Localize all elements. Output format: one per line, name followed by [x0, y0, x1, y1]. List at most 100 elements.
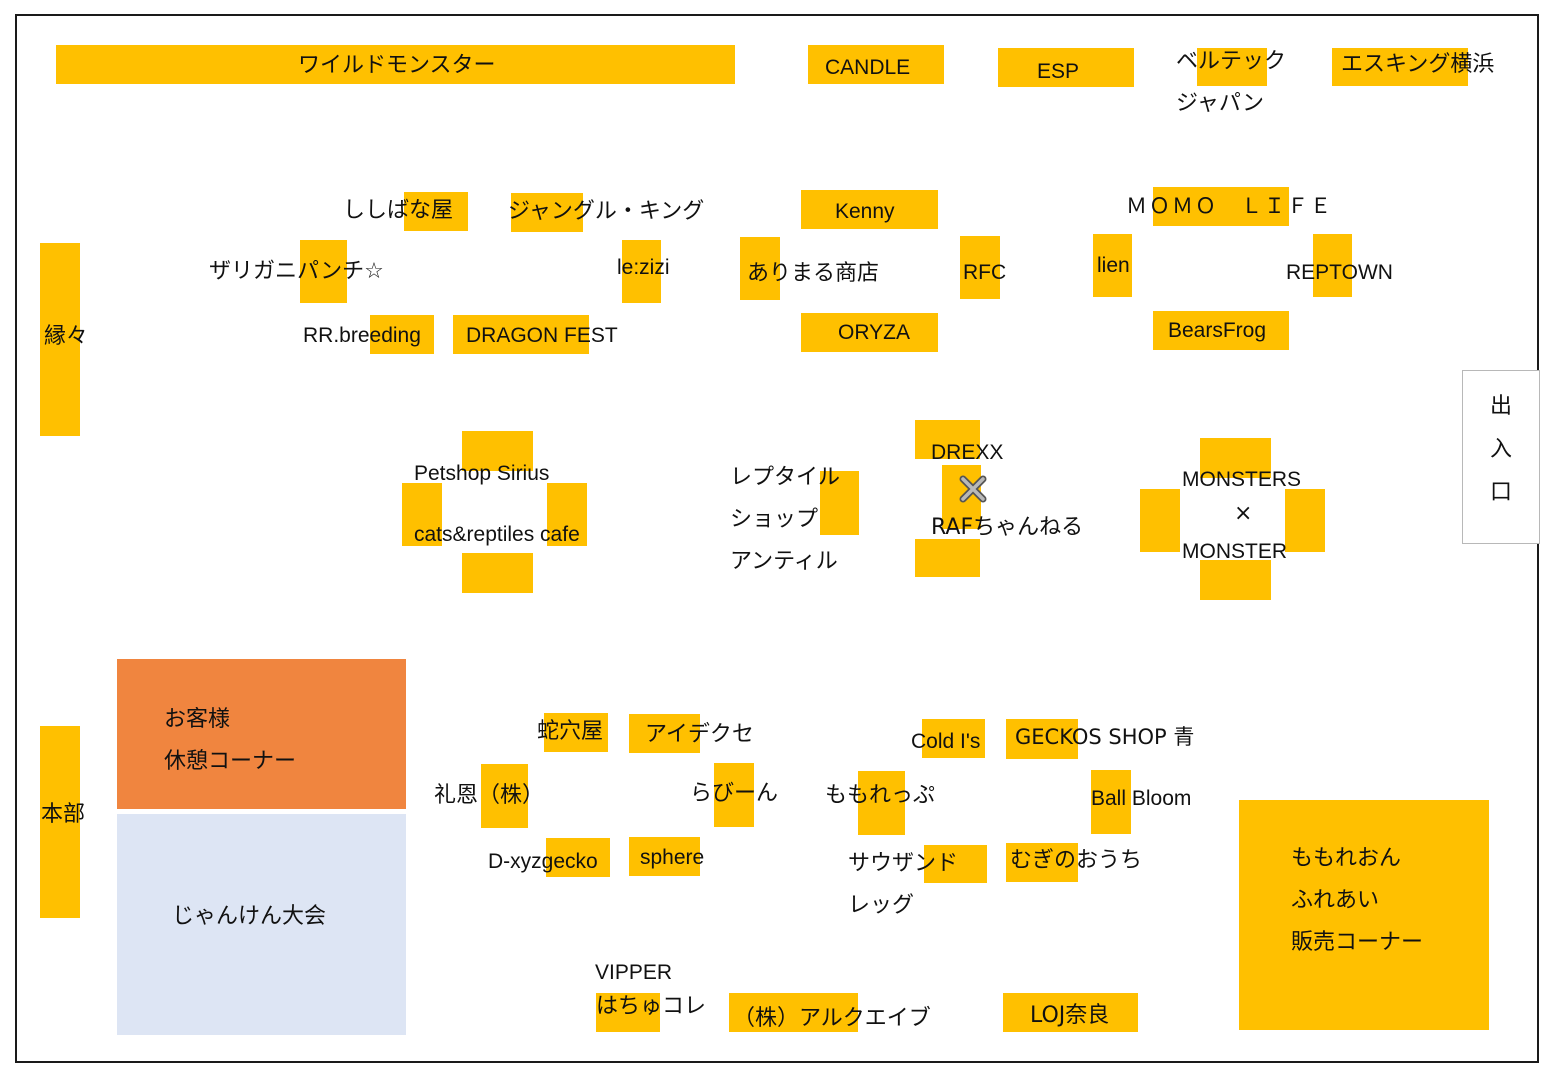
booth-dragon-fest — [453, 315, 589, 354]
booth-petshop-right — [547, 483, 587, 546]
booth-rabin — [714, 763, 754, 827]
label-momoreon-3: 販売コーナー — [1291, 930, 1424, 955]
label-momorep: ももれっぷ — [825, 783, 936, 808]
booth-mugi — [1006, 843, 1078, 882]
label-aidekuse: アイデクセ — [645, 722, 754, 747]
label-esp: ESP — [1037, 60, 1080, 83]
label-momoreon-1: ももれおん — [1291, 846, 1402, 871]
label-zarigani: ザリガニパンチ☆ — [209, 259, 384, 284]
booth-oryza — [801, 313, 938, 352]
booth-arimaru — [740, 237, 780, 300]
label-honbu: 本部 — [41, 802, 86, 827]
booth-momoreon — [1239, 800, 1489, 1030]
booth-wild-monster — [56, 45, 735, 84]
label-dxyz: D-xyzgecko — [488, 850, 598, 873]
label-alkeib: （株）アルクエイブ — [733, 1006, 931, 1031]
booth-dxyz — [546, 838, 610, 877]
booth-jungle-king — [511, 193, 583, 232]
label-petshop-sirius: Petshop Sirius — [414, 462, 550, 485]
label-dragon-fest: DRAGON FEST — [466, 324, 618, 347]
booth-aidekuse — [629, 714, 700, 753]
label-rabin: らびーん — [690, 781, 779, 806]
label-times: × — [1234, 501, 1253, 526]
label-reion: 礼恩（株） — [434, 783, 545, 808]
booth-petshop-bottom — [462, 553, 533, 593]
booth-momorep — [858, 771, 905, 835]
label-thousand-1: サウザンド — [848, 851, 959, 876]
booth-monsters-top — [1200, 438, 1271, 478]
label-exit-2: 入 — [1490, 437, 1513, 462]
label-rr-breeding: RR.breeding — [303, 324, 421, 347]
label-hachuko: はちゅコレ — [596, 994, 707, 1019]
label-shishibana: ししばな屋 — [343, 198, 454, 223]
label-rest-2: 休憩コーナー — [164, 749, 297, 774]
label-reptown: REPTOWN — [1286, 261, 1393, 284]
label-oryza: ORYZA — [838, 321, 910, 344]
booth-lezizi — [622, 240, 661, 303]
booth-petshop-top — [462, 431, 533, 471]
label-exit-1: 出 — [1490, 394, 1513, 419]
booth-zarigani — [300, 240, 347, 303]
label-reptile-1: レプタイル — [730, 465, 841, 490]
label-reptile-2: ショップ — [730, 507, 819, 532]
booth-hebiana — [544, 713, 608, 752]
booth-shishibana — [404, 192, 468, 231]
label-candle: CANDLE — [825, 56, 911, 79]
label-beltech-2: ジャパン — [1176, 91, 1265, 116]
booth-esp — [998, 48, 1134, 87]
label-lezizi: le:zizi — [617, 256, 670, 279]
exit-entrance-box — [1462, 370, 1540, 544]
label-raf: RAFちゃんねる — [931, 515, 1084, 540]
label-reptile-3: アンティル — [730, 549, 838, 574]
booth-hachuko — [596, 993, 660, 1032]
booth-reptile-antil — [820, 471, 859, 535]
booth-esking — [1332, 48, 1468, 86]
booth-bearsfrog — [1153, 311, 1289, 350]
booth-cold-is — [922, 719, 985, 758]
booth-sphere — [629, 837, 700, 876]
label-thousand-2: レッグ — [848, 893, 915, 918]
booth-monsters-left — [1140, 489, 1180, 552]
booth-loj — [1003, 993, 1138, 1032]
label-lien: lien — [1097, 254, 1130, 277]
label-cats-reptiles: cats&reptiles cafe — [414, 523, 580, 546]
label-kenny: Kenny — [835, 200, 895, 223]
booth-thousand-leg — [924, 845, 987, 883]
label-ball-bloom: Ball Bloom — [1091, 787, 1192, 810]
janken-area — [117, 814, 406, 1035]
label-cold-is: Cold I's — [911, 730, 981, 753]
booth-rr-breeding — [370, 315, 434, 354]
label-jungle-king: ジャングル・キング — [508, 199, 705, 224]
label-mugi: むぎのおうち — [1010, 848, 1143, 873]
booth-monsters-right — [1285, 489, 1325, 552]
booth-momo-life — [1153, 187, 1289, 226]
booth-ball-bloom — [1091, 770, 1131, 834]
booth-geckos-shop — [1006, 719, 1078, 759]
label-monster: MONSTER — [1182, 540, 1287, 563]
label-vipper: VIPPER — [595, 961, 673, 984]
label-geckos-shop: GECKOS SHOP 青 — [1015, 725, 1195, 749]
booth-petshop-left — [402, 483, 442, 546]
label-janken: じゃんけん大会 — [172, 904, 327, 929]
booth-drexx — [915, 420, 980, 459]
x-mark-icon — [959, 475, 987, 503]
label-beltech-1: ベルテック — [1176, 49, 1287, 74]
label-monsters: MONSTERS — [1182, 468, 1302, 491]
label-hebiana: 蛇穴屋 — [537, 719, 604, 744]
booth-raf — [915, 539, 980, 577]
booth-enen — [40, 243, 80, 436]
label-bearsfrog: BearsFrog — [1168, 319, 1267, 342]
booth-beltech — [1197, 48, 1267, 86]
booth-reptown — [1313, 234, 1352, 297]
label-exit-3: 口 — [1490, 480, 1513, 505]
label-sphere: sphere — [640, 846, 705, 869]
label-loj: LOJ奈良 — [1030, 1003, 1110, 1028]
label-drexx: DREXX — [931, 441, 1004, 464]
label-esking: エスキング横浜 — [1341, 52, 1495, 77]
label-wild-monster: ワイルドモンスター — [298, 53, 496, 78]
booth-kenny — [801, 190, 938, 229]
booth-rfc — [960, 236, 1000, 299]
booth-monsters-bottom — [1200, 560, 1271, 600]
booth-candle — [808, 45, 944, 84]
label-rfc: RFC — [963, 261, 1007, 284]
